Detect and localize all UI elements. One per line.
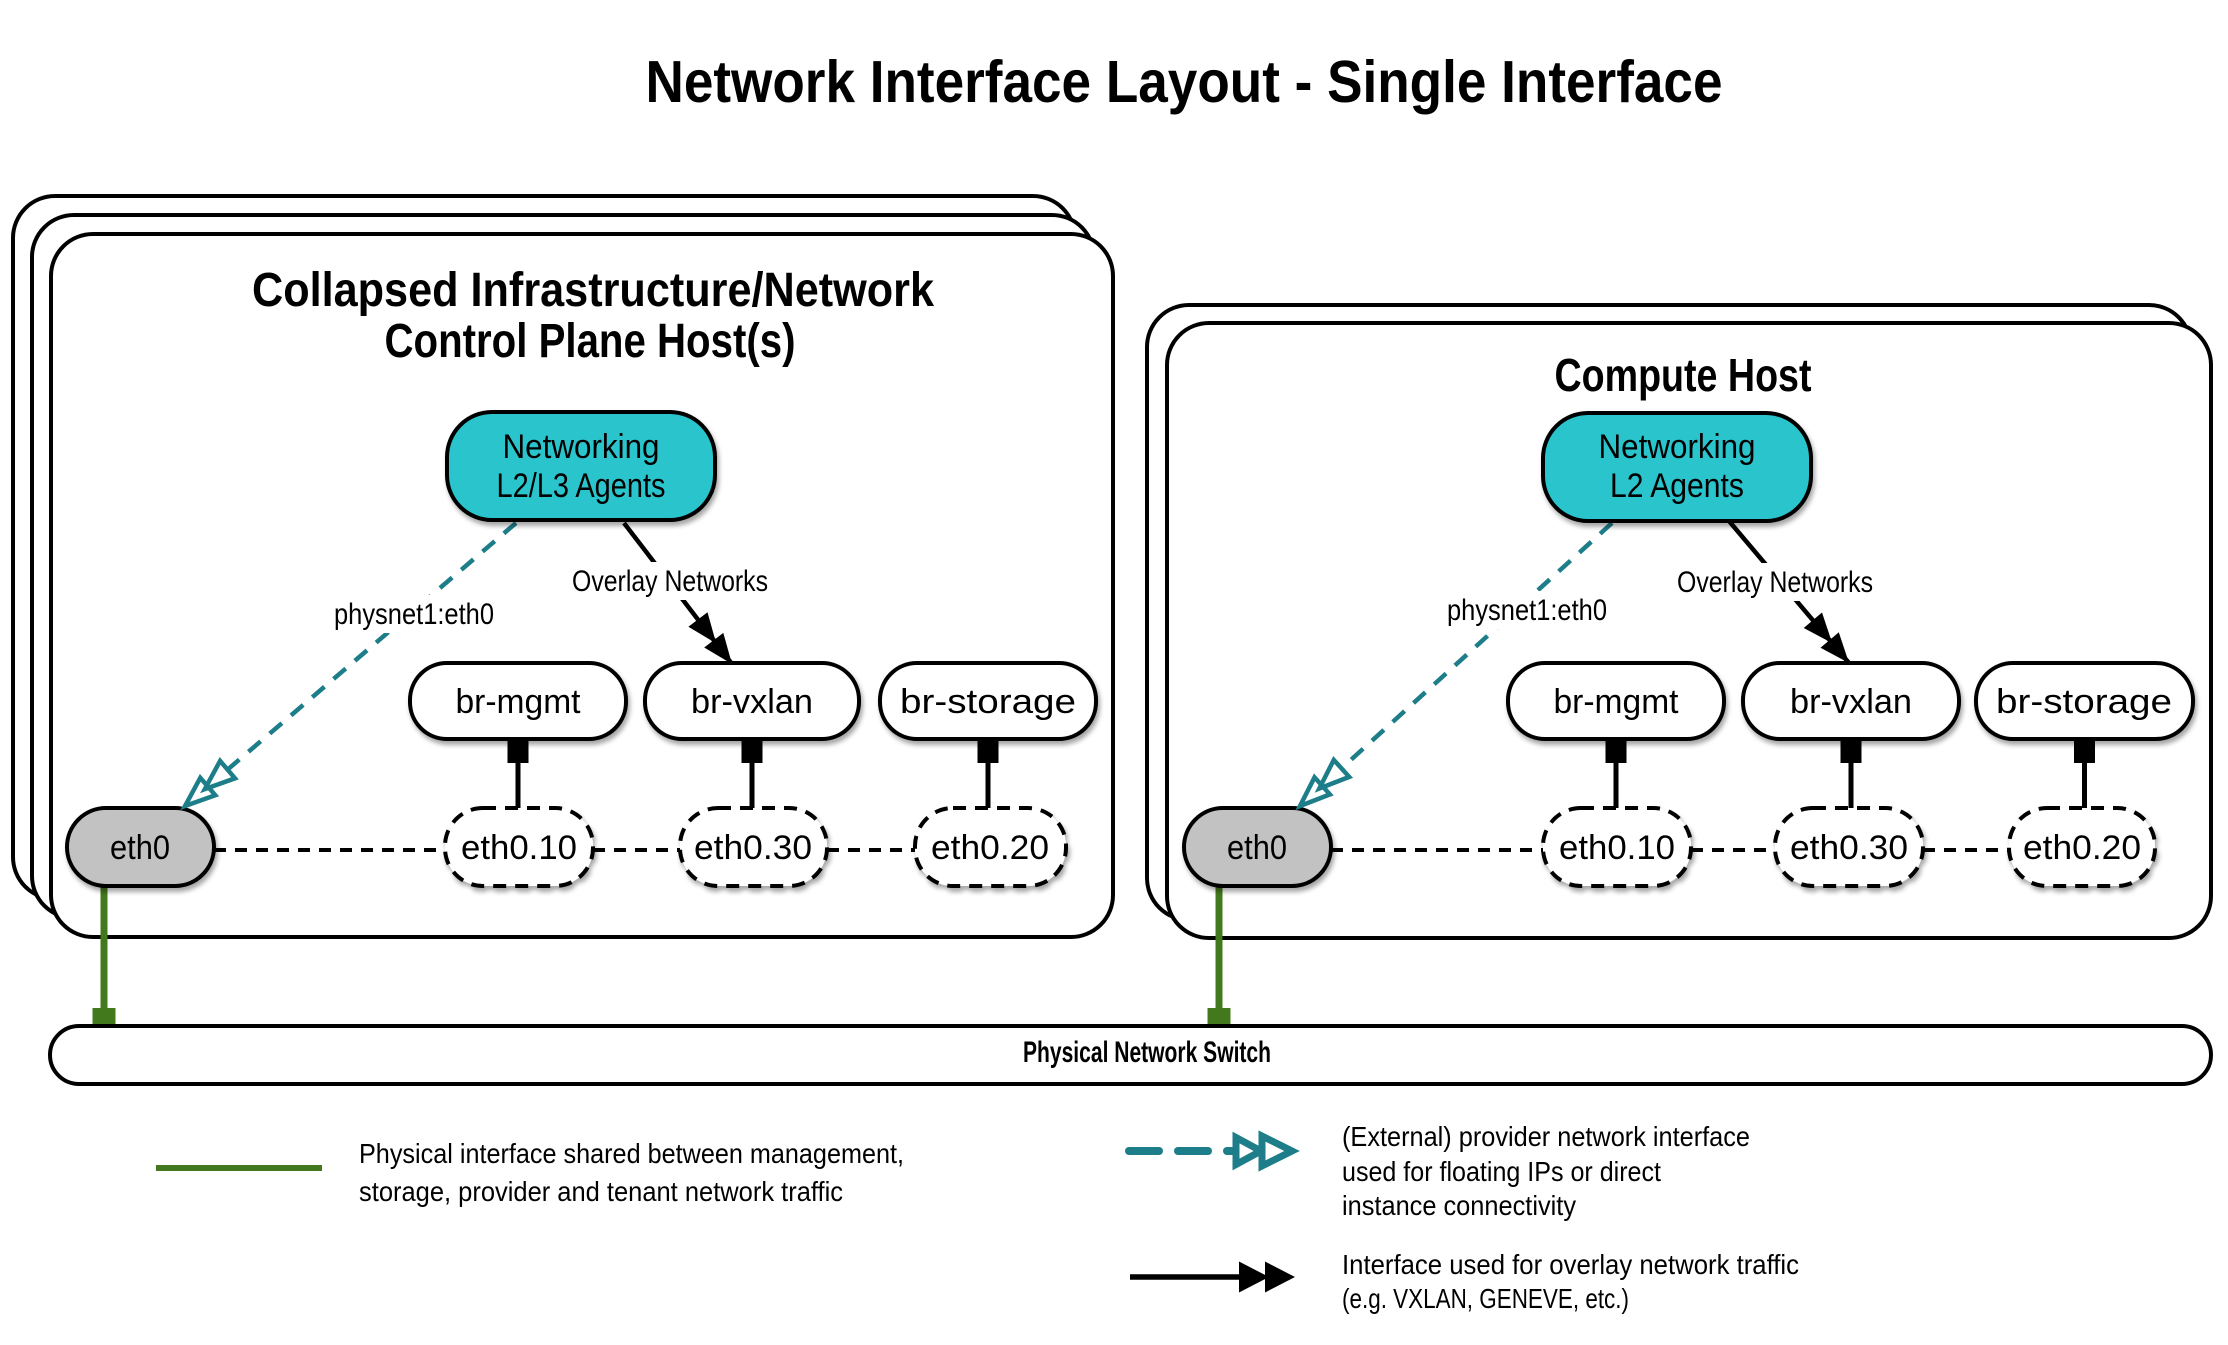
svg-text:instance connectivity: instance connectivity (1342, 1190, 1576, 1221)
svg-text:Collapsed Infrastructure/Netwo: Collapsed Infrastructure/Network (252, 264, 934, 317)
svg-text:Interface used for overlay net: Interface used for overlay network traff… (1342, 1249, 1799, 1280)
svg-text:storage, provider and tenant n: storage, provider and tenant network tra… (359, 1176, 843, 1207)
svg-text:Physical Network Switch: Physical Network Switch (1023, 1036, 1271, 1069)
svg-text:eth0.30: eth0.30 (694, 829, 812, 867)
svg-text:used for floating IPs or direc: used for floating IPs or direct (1342, 1156, 1661, 1187)
svg-text:br-mgmt: br-mgmt (456, 683, 582, 721)
svg-text:br-mgmt: br-mgmt (1554, 683, 1680, 721)
svg-text:Control Plane Host(s): Control Plane Host(s) (385, 315, 796, 368)
svg-text:Networking: Networking (1599, 428, 1756, 466)
svg-text:L2/L3 Agents: L2/L3 Agents (497, 467, 666, 505)
svg-text:br-vxlan: br-vxlan (691, 683, 813, 721)
svg-text:(e.g. VXLAN, GENEVE, etc.): (e.g. VXLAN, GENEVE, etc.) (1342, 1283, 1629, 1314)
svg-text:eth0: eth0 (1227, 829, 1287, 867)
svg-text:br-storage: br-storage (900, 683, 1076, 721)
svg-text:Network Interface Layout - Sin: Network Interface Layout - Single Interf… (646, 49, 1723, 115)
svg-text:eth0.20: eth0.20 (931, 829, 1049, 867)
svg-text:physnet1:eth0: physnet1:eth0 (1447, 594, 1607, 627)
svg-text:br-storage: br-storage (1996, 683, 2172, 721)
svg-text:physnet1:eth0: physnet1:eth0 (334, 598, 494, 631)
svg-text:Overlay Networks: Overlay Networks (1677, 566, 1873, 599)
svg-text:L2 Agents: L2 Agents (1610, 467, 1744, 505)
svg-text:eth0.10: eth0.10 (1559, 829, 1675, 867)
svg-text:eth0.30: eth0.30 (1790, 829, 1908, 867)
svg-text:Physical interface shared betw: Physical interface shared between manage… (359, 1138, 904, 1169)
svg-text:(External) provider network in: (External) provider network interface (1342, 1121, 1750, 1152)
svg-text:eth0.20: eth0.20 (2023, 829, 2141, 867)
svg-text:Networking: Networking (503, 428, 660, 466)
svg-text:Overlay Networks: Overlay Networks (572, 565, 768, 598)
svg-text:Compute Host: Compute Host (1555, 349, 1812, 401)
svg-text:br-vxlan: br-vxlan (1790, 683, 1912, 721)
svg-text:eth0: eth0 (110, 829, 170, 867)
svg-text:eth0.10: eth0.10 (461, 829, 577, 867)
